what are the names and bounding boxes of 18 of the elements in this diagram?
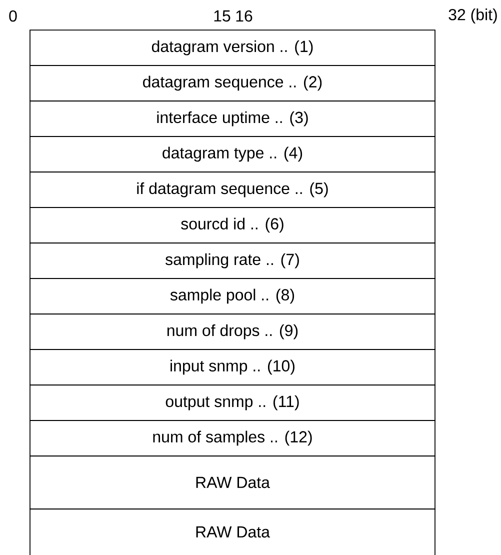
bit-label: 0	[9, 10, 17, 22]
field-row: datagram version .. (1)	[30, 30, 436, 66]
field-row: num of drops .. (9)	[30, 314, 436, 350]
bit-label: 32 (bit)	[448, 8, 497, 24]
data-row: RAW Data	[30, 456, 436, 510]
field-row: num of samples .. (12)	[30, 420, 436, 456]
field-row: datagram sequence .. (2)	[30, 65, 436, 102]
field-row: if datagram sequence .. (5)	[30, 172, 436, 208]
data-row: RAW Data	[30, 508, 436, 555]
field-row: input snmp .. (10)	[30, 349, 436, 386]
bit-label: 16	[236, 10, 252, 22]
field-row: sample pool .. (8)	[30, 278, 436, 314]
bit-label: 15	[214, 10, 230, 22]
field-row: output snmp .. (11)	[30, 384, 436, 421]
field-row: interface uptime .. (3)	[30, 100, 436, 137]
field-row: sourcd id .. (6)	[30, 207, 436, 244]
field-row: datagram type .. (4)	[30, 136, 436, 172]
field-row: sampling rate .. (7)	[30, 242, 436, 279]
